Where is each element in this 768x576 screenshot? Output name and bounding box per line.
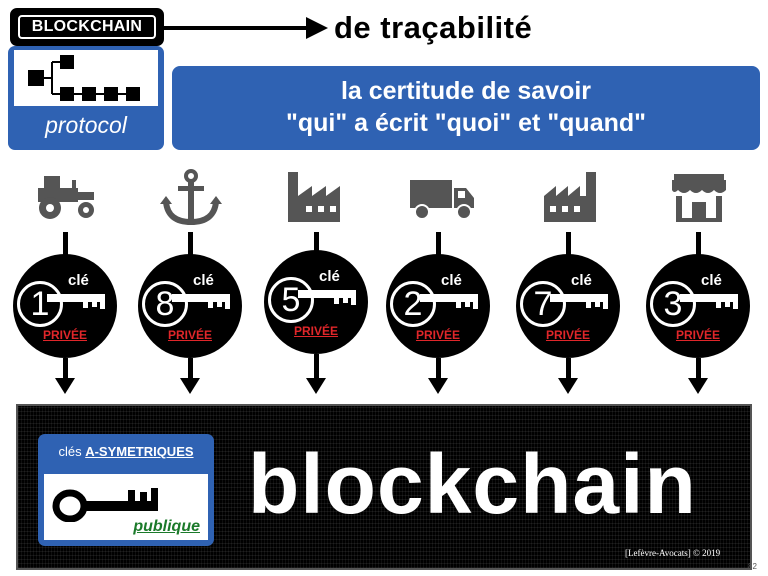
- blockchain-label-box: BLOCKCHAIN: [10, 8, 164, 46]
- arrow-down: [180, 378, 200, 394]
- actor-number: 5: [268, 277, 314, 323]
- key-label: clé: [571, 272, 592, 289]
- private-key-node: 3 clé PRIVÉE: [646, 254, 750, 358]
- actor-number: 1: [17, 281, 63, 327]
- actor-number: 2: [390, 281, 436, 327]
- key-icon: [298, 290, 356, 305]
- connector-line: [436, 232, 441, 256]
- copyright: [Lefèvre-Avocats] © 2019: [625, 548, 721, 558]
- key-type-label: PRIVÉE: [675, 328, 720, 342]
- arrow-down: [428, 378, 448, 394]
- block-chain-icon: [28, 55, 140, 101]
- connector-line: [696, 232, 701, 256]
- page-number: 82: [748, 562, 757, 571]
- truck-icon: [410, 180, 474, 220]
- asymmetric-keys-label: clés A-SYMETRIQUES: [58, 444, 194, 459]
- arrow-down: [558, 378, 578, 394]
- connector-line: [188, 358, 193, 380]
- banner-line-1: la certitude de savoir: [340, 77, 592, 105]
- certitude-banner: la certitude de savoir "qui" a écrit "qu…: [172, 66, 760, 150]
- banner-line-2: "qui" a écrit "quoi" et "quand": [285, 109, 647, 137]
- connector-line: [566, 232, 571, 256]
- connector-line: [188, 232, 193, 256]
- connector-line: [436, 358, 441, 380]
- header-arrow-line: [164, 26, 310, 30]
- key-label: clé: [193, 272, 214, 289]
- blockchain-label: BLOCKCHAIN: [18, 15, 156, 39]
- key-label: clé: [701, 272, 722, 289]
- private-key-node: 7 clé PRIVÉE: [516, 254, 620, 358]
- factory-icon: [544, 172, 596, 222]
- connector-line: [696, 358, 701, 380]
- private-key-node: 8 clé PRIVÉE: [138, 254, 242, 358]
- key-label: clé: [319, 268, 340, 285]
- connector-line: [314, 354, 319, 380]
- private-key-node: 5 clé PRIVÉE: [264, 250, 368, 354]
- factory-icon: [288, 172, 340, 222]
- key-type-label: PRIVÉE: [415, 328, 460, 342]
- protocol-icon-area: [14, 50, 158, 106]
- public-key-panel: publique: [44, 474, 208, 540]
- anchor-icon: [160, 169, 222, 226]
- key-label: clé: [441, 272, 462, 289]
- private-key-node: 2 clé PRIVÉE: [386, 254, 490, 358]
- public-key-box: clés A-SYMETRIQUES publique: [38, 434, 214, 546]
- protocol-box: protocol: [8, 46, 164, 150]
- connector-line: [63, 358, 68, 380]
- page-title: de traçabilité: [334, 10, 533, 45]
- private-key-node: 1 clé PRIVÉE: [13, 254, 117, 358]
- connector-line: [566, 358, 571, 380]
- connector-line: [314, 232, 319, 252]
- key-type-label: PRIVÉE: [167, 328, 212, 342]
- key-icon: [47, 294, 105, 309]
- key-icon: [550, 294, 608, 309]
- protocol-label: protocol: [45, 112, 127, 138]
- key-icon: [420, 294, 478, 309]
- arrow-down: [55, 378, 75, 394]
- key-label: clé: [68, 272, 89, 289]
- actor-number: 7: [520, 281, 566, 327]
- key-type-label: PRIVÉE: [42, 328, 87, 342]
- key-type-label: PRIVÉE: [293, 324, 338, 338]
- actor-number: 8: [142, 281, 188, 327]
- arrow-down: [688, 378, 708, 394]
- header-arrow-head: [306, 17, 328, 39]
- blockchain-ledger: blockchain clés A-SYMETRIQUES publique: [16, 404, 752, 570]
- actor-number: 3: [650, 281, 696, 327]
- arrow-down: [306, 378, 326, 394]
- tractor-icon: [38, 176, 94, 219]
- key-icon: [52, 488, 158, 522]
- key-icon: [172, 294, 230, 309]
- public-key-label: publique: [133, 518, 200, 535]
- shop-icon: [672, 174, 726, 222]
- key-type-label: PRIVÉE: [545, 328, 590, 342]
- connector-line: [63, 232, 68, 256]
- key-icon: [680, 294, 738, 309]
- blockchain-title: blockchain: [248, 437, 697, 531]
